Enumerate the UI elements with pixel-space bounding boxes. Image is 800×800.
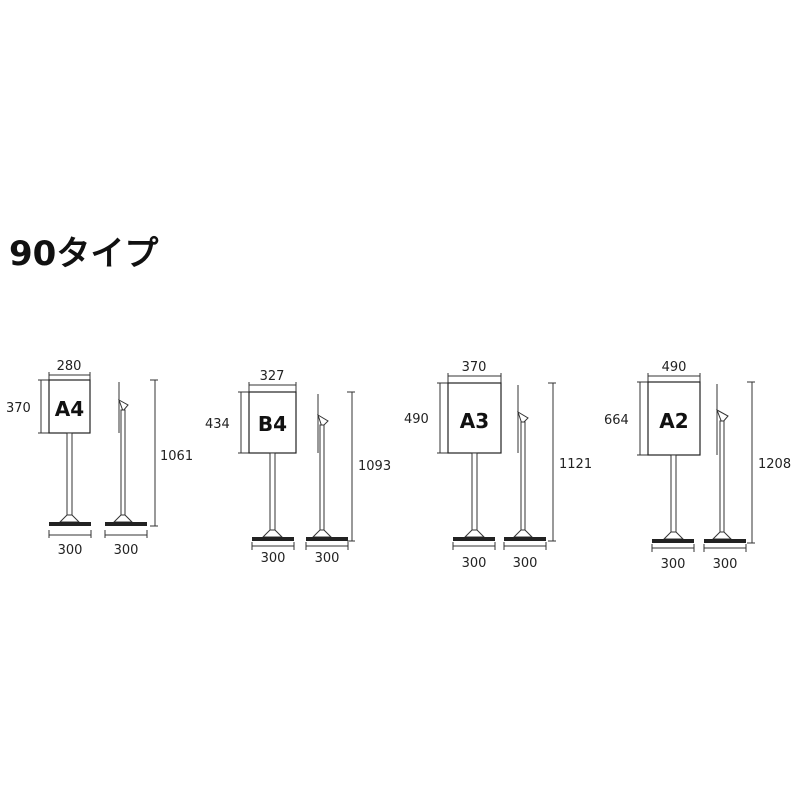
a2-pole	[670, 454, 677, 539]
a2-panel	[647, 381, 701, 456]
a4-panel	[48, 379, 91, 434]
a3-width-label: 370	[462, 360, 487, 375]
b4-pole	[269, 452, 276, 537]
b4-total-height-label: 1093	[358, 459, 391, 474]
a3-height-label: 490	[404, 412, 429, 427]
a3-size-label: A3	[460, 409, 489, 433]
a3-panel	[447, 382, 502, 454]
a2-base	[652, 539, 694, 543]
a3-total-height-label: 1121	[559, 457, 592, 472]
a3-side-pole	[520, 421, 526, 538]
a2-size-label: A2	[659, 409, 688, 433]
b4-base-side-label: 300	[315, 551, 340, 566]
stand-a2: 490 664 A2 300 300 1208	[604, 360, 791, 572]
a3-base	[453, 537, 495, 541]
page-title: 90タイプ	[9, 234, 159, 274]
a2-total-height-label: 1208	[758, 457, 791, 472]
a2-width-label: 490	[662, 360, 687, 375]
b4-side-base	[306, 537, 348, 541]
a3-side-base	[504, 537, 546, 541]
a3-base-front-label: 300	[462, 556, 487, 571]
a2-base-front-label: 300	[661, 557, 686, 572]
b4-side-pole	[319, 424, 325, 538]
a2-side-base	[704, 539, 746, 543]
a4-side-base	[105, 522, 147, 526]
a4-width-label: 280	[57, 359, 82, 374]
b4-width-label: 327	[260, 369, 285, 384]
a4-base	[49, 522, 91, 526]
a3-pole	[471, 452, 478, 537]
b4-height-label: 434	[205, 417, 230, 432]
a4-size-label: A4	[55, 397, 84, 421]
a2-side-pole	[719, 420, 725, 540]
a4-base-side-label: 300	[114, 543, 139, 558]
stand-b4: 327 434 B4 300 300 1093	[205, 369, 391, 566]
a2-height-label: 664	[604, 413, 629, 428]
a4-pole	[66, 432, 73, 522]
stand-a3: 370 490 A3 300 300 1121	[404, 360, 592, 571]
b4-base-front-label: 300	[261, 551, 286, 566]
a4-total-height-label: 1061	[160, 449, 193, 464]
b4-size-label: B4	[258, 412, 287, 436]
a4-side-pole	[120, 409, 126, 523]
a4-base-front-label: 300	[58, 543, 83, 558]
stand-a4: 280 370 A4 300 300 1061	[6, 359, 193, 558]
a2-base-side-label: 300	[713, 557, 738, 572]
a4-height-label: 370	[6, 401, 31, 416]
a3-base-side-label: 300	[513, 556, 538, 571]
b4-base	[252, 537, 294, 541]
